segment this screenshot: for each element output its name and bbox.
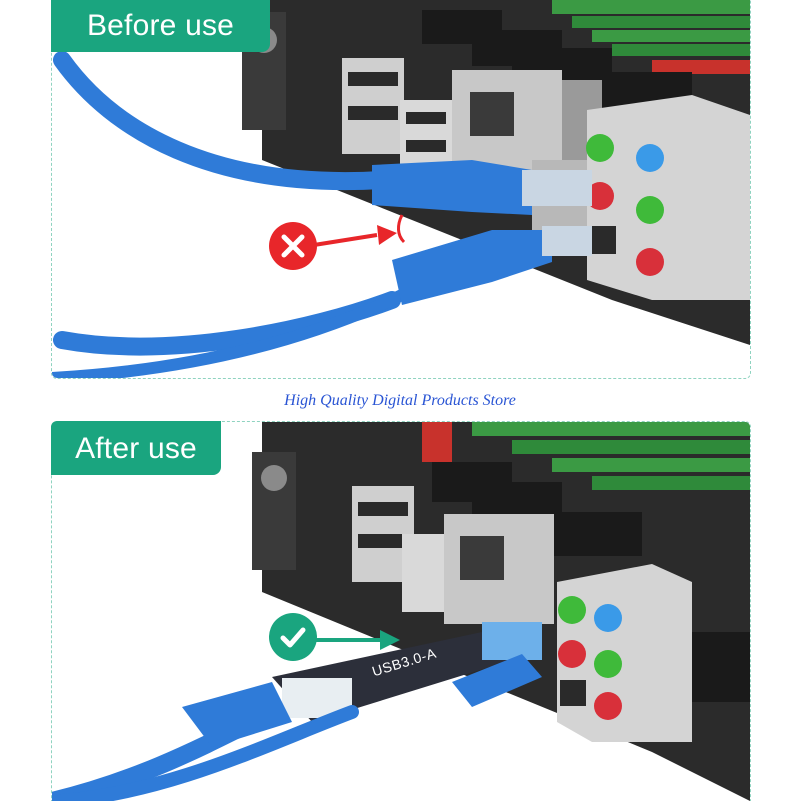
after-use-illustration	[52, 422, 750, 801]
before-use-illustration	[52, 0, 750, 378]
store-name: High Quality Digital Products Store	[284, 392, 516, 409]
usb-extension-adapter	[272, 622, 542, 722]
audio-jack-block	[557, 564, 692, 742]
green-arrow	[316, 630, 400, 650]
check-mark-icon	[269, 613, 317, 661]
after-use-panel	[51, 421, 751, 801]
ram-slots	[552, 0, 750, 74]
ethernet-port	[444, 514, 554, 624]
usb-cables	[52, 51, 418, 378]
ethernet-port	[452, 70, 602, 170]
x-mark-icon	[269, 222, 317, 270]
after-use-label: After use	[51, 421, 221, 475]
red-arrow	[313, 214, 406, 247]
audio-jack-block	[586, 95, 750, 300]
ram-slots	[422, 422, 750, 490]
before-use-label: Before use	[51, 0, 270, 52]
before-use-panel	[51, 0, 751, 379]
